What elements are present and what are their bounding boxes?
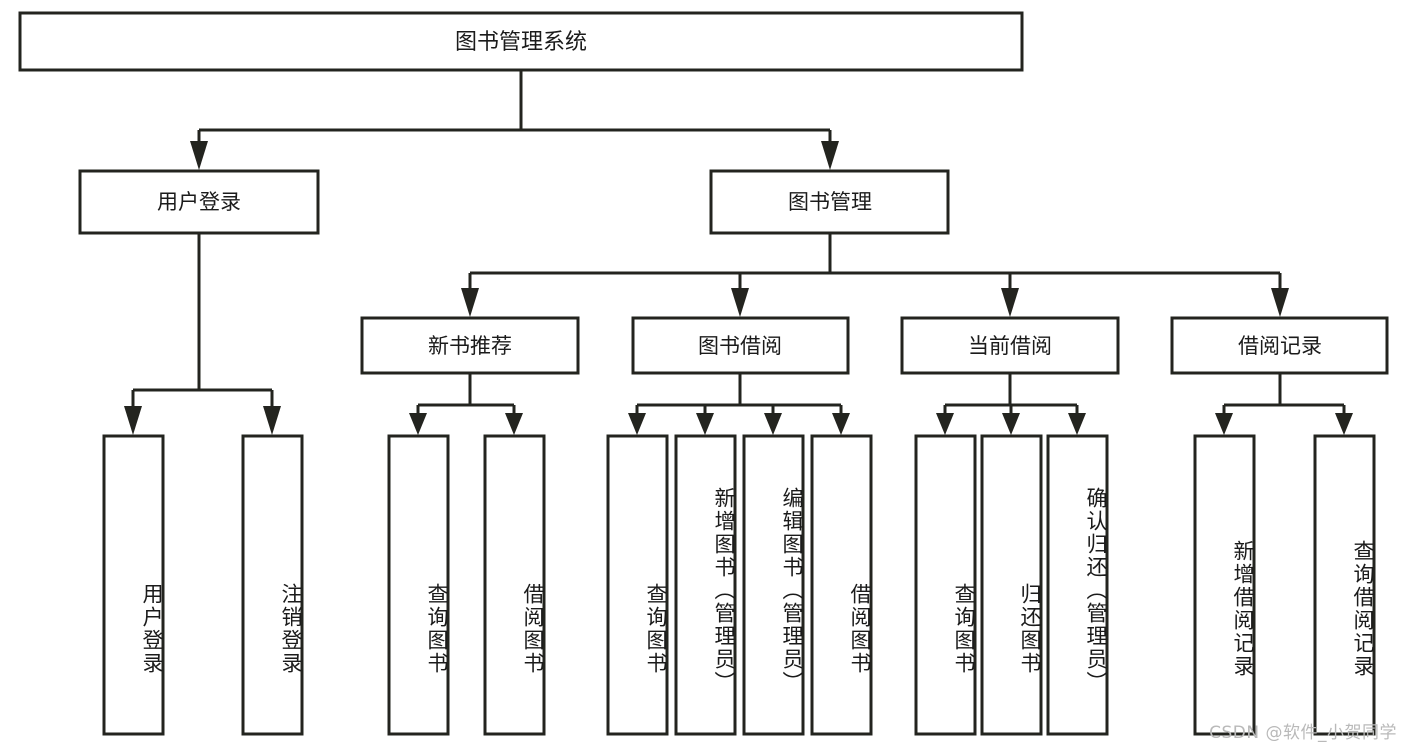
arrow-head-icon [1271, 288, 1289, 317]
node-book-manage-rect[interactable] [709, 169, 950, 235]
arrow-head-icon [124, 406, 142, 435]
node-leaf-edit-book-rect[interactable] [742, 434, 805, 736]
node-book-manage-label: 图书管理 [788, 190, 872, 214]
node-leaf-return-book-rect[interactable] [980, 434, 1043, 736]
node-leaf-borrow-book-2-rect[interactable] [810, 434, 873, 736]
csdn-watermark: CSDN @软件_小贺同学 [1209, 723, 1397, 743]
node-current-borrow[interactable]: 当前借阅 [900, 316, 1120, 375]
arrow-head-icon [832, 413, 850, 435]
arrow-head-icon [409, 413, 427, 435]
arrow-head-icon [1215, 413, 1233, 435]
node-user-login-rect[interactable] [78, 169, 320, 235]
node-book-borrow-rect[interactable] [631, 316, 850, 375]
node-root-rect[interactable] [18, 11, 1024, 72]
node-borrow-record-label: 借阅记录 [1238, 334, 1322, 358]
node-leaf-user-login-rect[interactable] [102, 434, 165, 736]
connector-bookborrow-to-leaves [628, 373, 850, 435]
arrow-head-icon [505, 413, 523, 435]
connector-root-to-level2 [190, 70, 839, 170]
arrow-head-icon [1335, 413, 1353, 435]
node-leaf-query-book-2-rect[interactable] [606, 434, 669, 736]
node-book-borrow-label: 图书借阅 [698, 334, 782, 358]
node-book-manage[interactable]: 图书管理 [709, 169, 950, 235]
arrow-head-icon [190, 141, 208, 170]
node-user-login-label: 用户登录 [157, 190, 241, 214]
arrow-head-icon [731, 288, 749, 317]
connector-borrowrecord-to-leaves [1215, 373, 1353, 435]
node-root[interactable]: 图书管理系统 [18, 11, 1024, 72]
node-leaf-query-book-1-rect[interactable] [387, 434, 450, 736]
arrow-head-icon [821, 141, 839, 170]
node-leaf-query-record-rect[interactable] [1313, 434, 1376, 736]
node-leaf-add-record-rect[interactable] [1193, 434, 1256, 736]
arrow-head-icon [628, 413, 646, 435]
arrow-head-icon [263, 406, 281, 435]
arrow-head-icon [764, 413, 782, 435]
node-leaf-confirm-return-rect[interactable] [1046, 434, 1109, 736]
leaf-nodes-group [102, 434, 1376, 736]
node-new-book-recommend-rect[interactable] [360, 316, 580, 375]
connector-userlogin-to-leaves [124, 233, 281, 435]
node-current-borrow-label: 当前借阅 [968, 334, 1052, 358]
node-leaf-query-book-3-rect[interactable] [914, 434, 977, 736]
node-leaf-add-book-rect[interactable] [674, 434, 737, 736]
node-root-label: 图书管理系统 [455, 30, 587, 55]
connector-newbook-to-leaves [409, 373, 523, 435]
arrow-head-icon [1068, 413, 1086, 435]
connector-currentborrow-to-leaves [936, 373, 1086, 435]
node-new-book-recommend-label: 新书推荐 [428, 334, 512, 358]
arrow-head-icon [696, 413, 714, 435]
arrow-head-icon [461, 288, 479, 317]
node-current-borrow-rect[interactable] [900, 316, 1120, 375]
node-user-login[interactable]: 用户登录 [78, 169, 320, 235]
node-book-borrow[interactable]: 图书借阅 [631, 316, 850, 375]
arrow-head-icon [936, 413, 954, 435]
arrow-head-icon [1002, 413, 1020, 435]
node-borrow-record[interactable]: 借阅记录 [1170, 316, 1389, 375]
connector-bookmanage-to-level3 [461, 233, 1289, 317]
node-new-book-recommend[interactable]: 新书推荐 [360, 316, 580, 375]
node-borrow-record-rect[interactable] [1170, 316, 1389, 375]
arrow-head-icon [1001, 288, 1019, 317]
node-leaf-borrow-book-1-rect[interactable] [483, 434, 546, 736]
node-leaf-logout-rect[interactable] [241, 434, 304, 736]
